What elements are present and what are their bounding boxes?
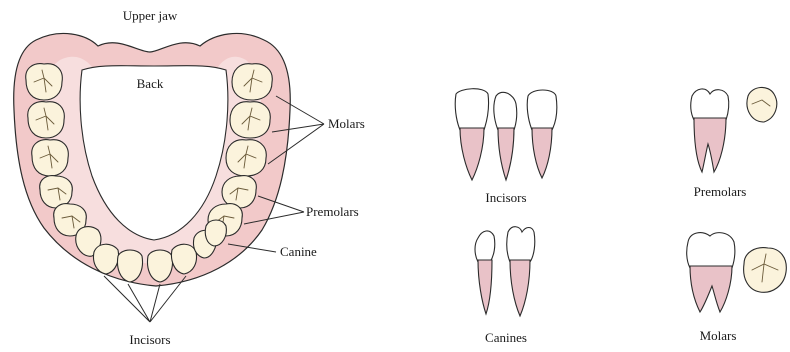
tooth-premolar-right-1 (222, 176, 256, 208)
incisor-tooth-3 (527, 90, 557, 130)
molars-group-label: Molars (700, 328, 737, 343)
incisor-root-3 (532, 128, 552, 178)
upper-jaw-figure: Upper jaw Back Molars Premolars Canine I… (14, 8, 365, 347)
incisor-tooth-1 (455, 89, 488, 130)
incisor-root-2 (498, 128, 514, 180)
premolars-label: Premolars (306, 204, 359, 219)
canine-root-2 (510, 260, 530, 316)
tooth-molar-left-3 (32, 140, 69, 176)
incisor-tooth-2 (494, 92, 517, 130)
premolar-root (694, 118, 726, 172)
canine-label: Canine (280, 244, 317, 259)
incisor-root-1 (460, 128, 484, 180)
tooth-molar-right-2 (230, 102, 270, 138)
tooth-molar-left-1 (26, 64, 63, 100)
tooth-molar-left-2 (28, 102, 65, 138)
premolar-tooth-top (747, 87, 777, 122)
canines-group: Canines (475, 227, 535, 345)
canine-tooth-2 (507, 227, 535, 262)
premolar-tooth-side (691, 89, 729, 120)
canine-tooth-1 (475, 231, 495, 262)
upper-jaw-label: Upper jaw (123, 8, 178, 23)
premolars-group-label: Premolars (694, 184, 747, 199)
incisors-group-label: Incisors (485, 190, 526, 205)
molar-root (690, 266, 732, 312)
premolars-group: Premolars (691, 87, 777, 199)
canines-group-label: Canines (485, 330, 527, 345)
incisors-group: Incisors (455, 89, 557, 205)
molar-tooth-side (687, 233, 735, 268)
molars-group: Molars (687, 233, 787, 343)
incisors-label: Incisors (129, 332, 170, 347)
molar-tooth-top (744, 248, 787, 293)
tooth-molar-right-3 (226, 140, 266, 176)
back-label: Back (137, 76, 164, 91)
molars-label: Molars (328, 116, 365, 131)
tooth-molar-right-1 (232, 64, 272, 100)
canine-root-1 (478, 260, 492, 314)
